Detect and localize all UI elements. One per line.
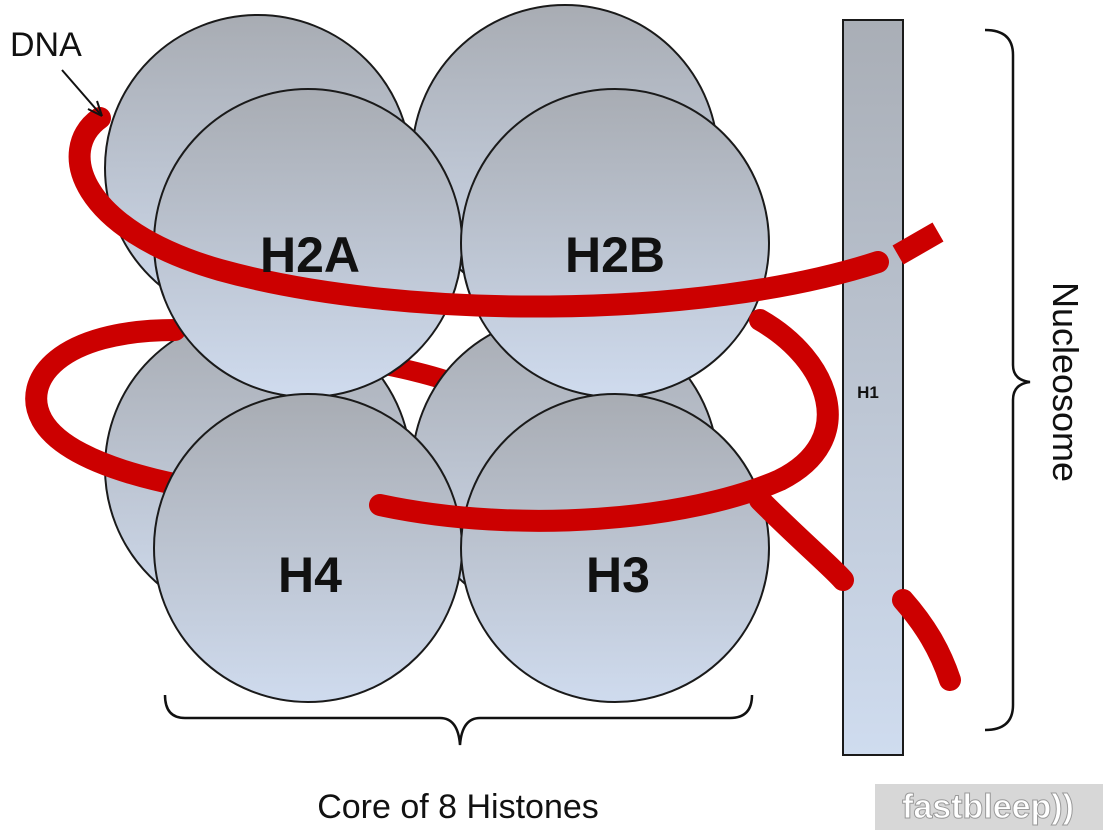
- core-label: Core of 8 Histones: [317, 788, 599, 826]
- h3-label: H3: [586, 547, 650, 603]
- nucleosome-label: Nucleosome: [1045, 282, 1086, 482]
- dna-pointer-arrow: [62, 70, 102, 116]
- h1-label: H1: [857, 383, 879, 402]
- dna-label: DNA: [10, 26, 82, 64]
- watermark-logo: fastbleep)): [902, 788, 1074, 826]
- h2b-label: H2B: [565, 227, 665, 283]
- h2a-label: H2A: [260, 227, 360, 283]
- nucleosome-bracket: [985, 30, 1030, 730]
- core-bracket: [165, 695, 752, 745]
- dna-strand-bottom-tail: [903, 600, 950, 680]
- dna-strand-bottom-exit: [760, 500, 843, 580]
- h4-label: H4: [278, 547, 342, 603]
